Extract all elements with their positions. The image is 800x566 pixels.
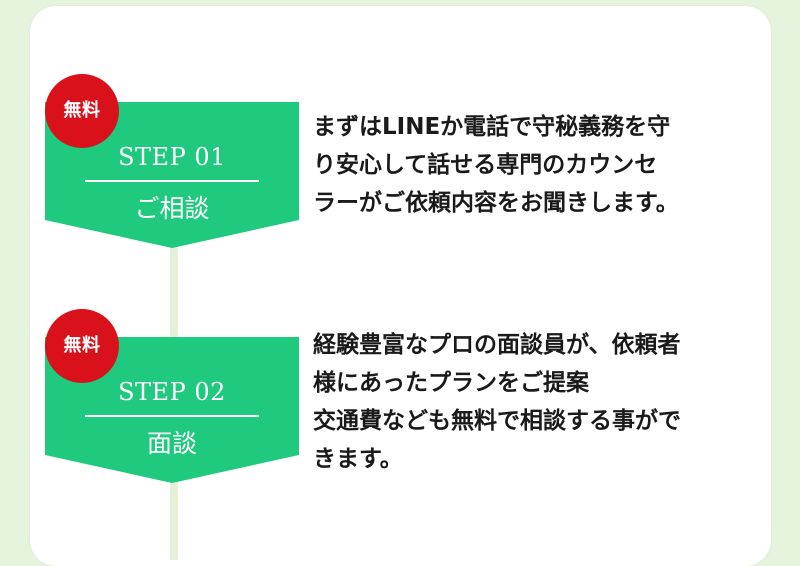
step-02-title: 面談 bbox=[146, 429, 197, 458]
step-01-chevron-shape bbox=[45, 102, 299, 248]
step-01-divider bbox=[85, 180, 259, 182]
step-01-title: ご相談 bbox=[134, 194, 210, 223]
step-02: 無料 STEP 02 面談 経験豊富なプロの面談員が、依頼者 様にあったプランを… bbox=[0, 235, 800, 483]
step-02-chevron bbox=[45, 337, 299, 483]
step-02-free-badge: 無料 bbox=[45, 309, 119, 383]
step-02-label: STEP 02 bbox=[118, 378, 226, 406]
step-02-description: 経験豊富なプロの面談員が、依頼者 様にあったプランをご提案 交通費なども無料で相… bbox=[313, 332, 681, 472]
step-01-free-badge: 無料 bbox=[45, 74, 119, 148]
step-02-chevron-shape bbox=[45, 337, 299, 483]
step-02-divider bbox=[85, 415, 259, 417]
step-01-chevron bbox=[45, 102, 299, 248]
step-01-label: STEP 01 bbox=[118, 143, 226, 171]
step-01: 無料 STEP 01 ご相談 まずはLINEか電話で守秘義務を守 り安心して話せ… bbox=[0, 0, 800, 248]
step-01-description: まずはLINEか電話で守秘義務を守 り安心して話せる専門のカウンセ ラーがご依頼… bbox=[313, 114, 679, 216]
